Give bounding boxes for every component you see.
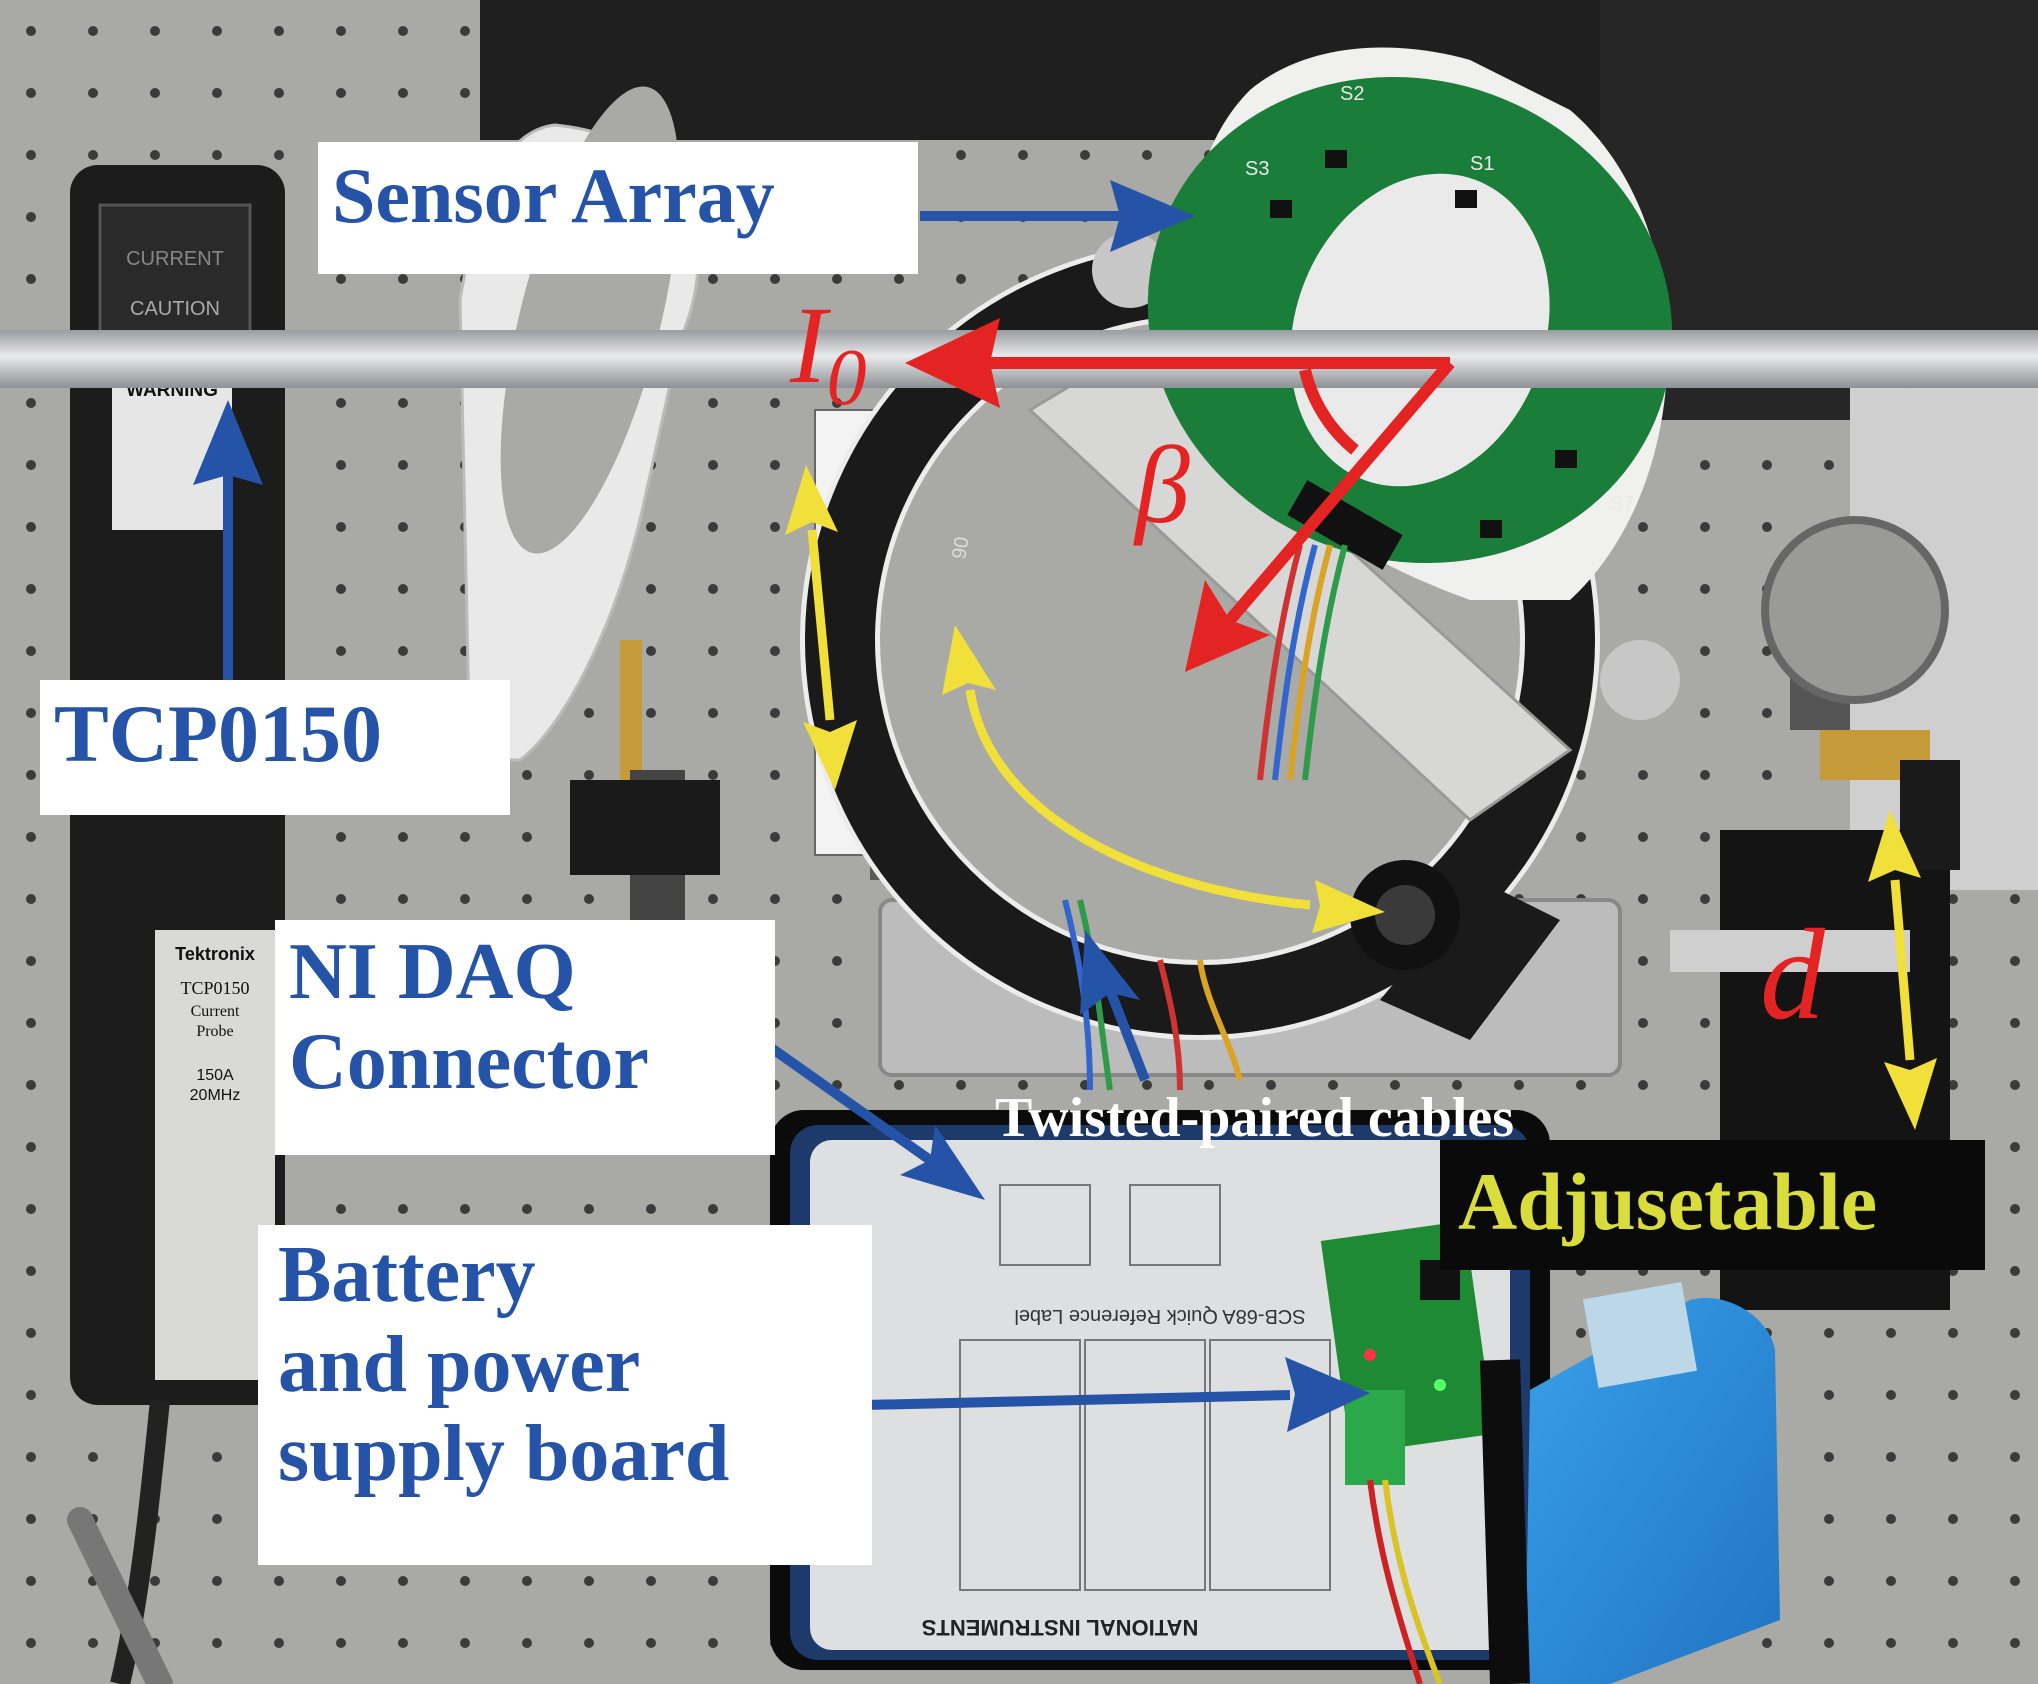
blue-arrows bbox=[193, 180, 1370, 1432]
svg-text:S2: S2 bbox=[1340, 83, 1364, 105]
yellow-arrows bbox=[785, 465, 1937, 1130]
locking-knob bbox=[1350, 860, 1460, 970]
angle-arrow bbox=[1185, 359, 1455, 672]
svg-text:Tektronix: Tektronix bbox=[175, 944, 255, 964]
battery-line1: Battery bbox=[278, 1231, 536, 1319]
label-tcp0150: TCP0150 bbox=[40, 680, 510, 815]
label-adjustable: Adjusetable bbox=[1440, 1140, 1985, 1270]
battery-pack bbox=[1480, 1282, 1780, 1684]
sensor-pcb: S3 S2 S1 S8 S7 bbox=[1147, 47, 1673, 600]
ni-daq-arrow bbox=[757, 1035, 985, 1200]
red-annotations bbox=[905, 318, 1455, 672]
battery-arrow bbox=[865, 1357, 1370, 1432]
symbol-current: I0 bbox=[790, 284, 867, 422]
twisted-pair-arrow bbox=[1080, 930, 1150, 1082]
battery-line2: and power bbox=[278, 1320, 641, 1409]
symbol-distance: d bbox=[1760, 903, 1825, 1047]
sensor-array-text: Sensor Array bbox=[332, 152, 775, 239]
label-twisted-pair: Twisted-paired cables bbox=[995, 1087, 1515, 1149]
distance-arrow bbox=[1868, 810, 1937, 1130]
label-sensor-array: Sensor Array bbox=[318, 142, 918, 274]
ni-daq-line2: Connector bbox=[289, 1017, 649, 1106]
angle-arc bbox=[1299, 368, 1359, 455]
svg-text:S1: S1 bbox=[1470, 153, 1494, 175]
ni-daq-line1: NI DAQ bbox=[289, 928, 576, 1016]
probe-cable bbox=[110, 1399, 170, 1684]
symbol-angle: β bbox=[1135, 424, 1190, 546]
ruler bbox=[1670, 930, 1910, 972]
svg-text:CAUTION: CAUTION bbox=[130, 298, 220, 320]
label-battery: Battery and power supply board bbox=[258, 1225, 872, 1565]
twisted-wires bbox=[1062, 480, 1403, 1091]
rotation-arc-arrow bbox=[942, 625, 1385, 933]
svg-text:Probe: Probe bbox=[196, 1023, 233, 1040]
svg-text:90: 90 bbox=[948, 535, 974, 561]
symbol-current-subscript: 0 bbox=[826, 334, 867, 422]
svg-text:150A: 150A bbox=[196, 1067, 234, 1084]
tcp0150-text: TCP0150 bbox=[54, 688, 382, 779]
svg-text:20MHz: 20MHz bbox=[190, 1087, 241, 1104]
adjustable-text: Adjusetable bbox=[1458, 1156, 1878, 1247]
svg-text:TCP0150: TCP0150 bbox=[180, 978, 249, 998]
tcp0150-arrow bbox=[193, 400, 263, 690]
svg-text:S3: S3 bbox=[1245, 158, 1269, 180]
sensor-array-arrow bbox=[920, 180, 1195, 252]
svg-text:SCB-68A Quick Reference Label: SCB-68A Quick Reference Label bbox=[1014, 1305, 1305, 1327]
svg-text:CURRENT: CURRENT bbox=[126, 248, 224, 270]
svg-text:S7: S7 bbox=[1610, 493, 1634, 515]
current-direction-arrow bbox=[905, 318, 1450, 408]
vertical-scale-arrow bbox=[785, 465, 857, 790]
battery-line3: supply board bbox=[278, 1410, 730, 1499]
svg-text:Current: Current bbox=[191, 1003, 240, 1020]
svg-text:NATIONAL INSTRUMENTS: NATIONAL INSTRUMENTS bbox=[922, 1615, 1199, 1640]
label-ni-daq: NI DAQ Connector bbox=[275, 920, 775, 1155]
